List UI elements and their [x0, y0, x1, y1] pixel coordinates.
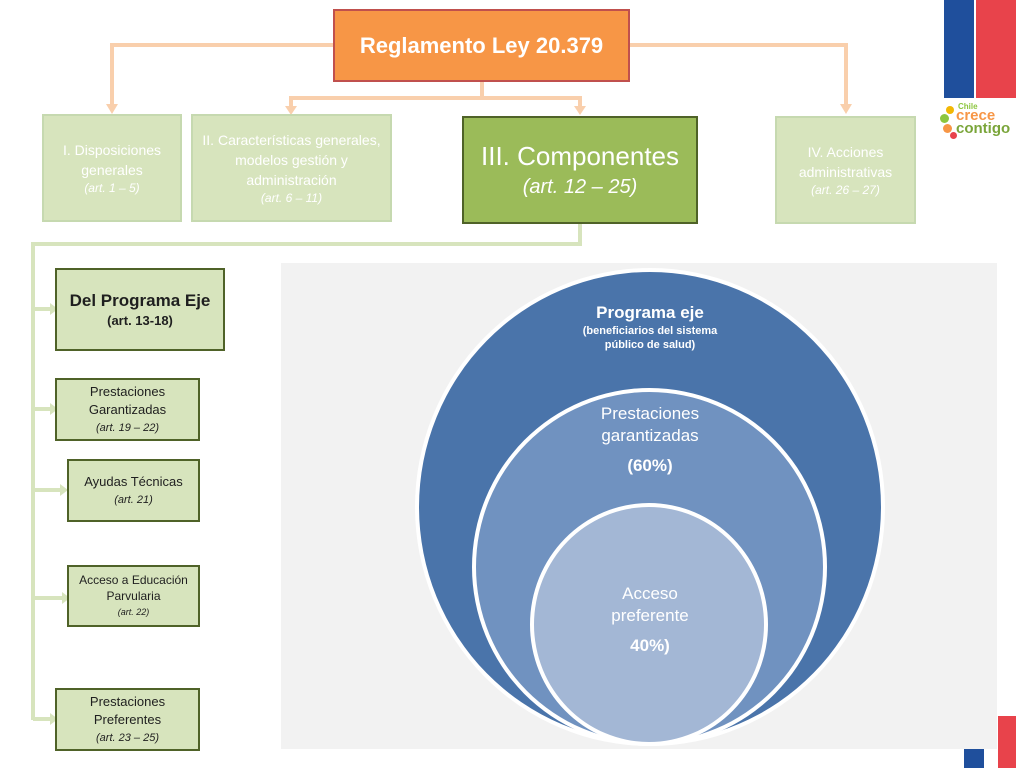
section-title: III. Componentes — [481, 141, 679, 171]
section-title: I. Disposiciones generales — [62, 142, 162, 178]
section-ref: (art. 26 – 27) — [811, 183, 880, 197]
logo-dot-yellow — [946, 106, 954, 114]
root-node: Reglamento Ley 20.379 — [333, 9, 630, 82]
component-prestaciones-preferentes: Prestaciones Preferentes (art. 23 – 25) — [55, 688, 200, 751]
section-title: IV. Acciones administrativas — [798, 144, 893, 180]
crece-contigo-logo: Chile crece contigo — [938, 100, 1018, 144]
outer-circle-text: Programa eje (beneficiarios del sistema … — [540, 302, 760, 352]
middle-circle-text: Prestaciones garantizadas (60%) — [550, 403, 750, 477]
component-title: Ayudas Técnicas — [84, 473, 183, 489]
flag-red-stripe — [976, 0, 1016, 98]
component-title: Del Programa Eje — [69, 290, 211, 310]
logo-dot-green — [940, 114, 949, 123]
section-disposiciones: I. Disposiciones generales (art. 1 – 5) — [42, 114, 182, 222]
component-prestaciones-garantizadas: Prestaciones Garantizadas (art. 19 – 22) — [55, 378, 200, 441]
component-title: Prestaciones Preferentes — [89, 693, 166, 727]
section-caracteristicas: II. Características generales, modelos g… — [191, 114, 392, 222]
component-ref: (art. 21) — [114, 493, 153, 506]
section-ref: (art. 6 – 11) — [260, 191, 323, 205]
inner-circle-line1: Acceso — [622, 584, 678, 603]
outer-circle-subtitle-2: público de salud) — [604, 339, 696, 351]
inner-circle-text: Acceso preferente 40%) — [570, 583, 730, 657]
component-ref: (art. 13-18) — [107, 312, 173, 328]
middle-circle-line2: garantizadas — [601, 426, 699, 445]
outer-circle-title: Programa eje — [596, 303, 704, 322]
section-title: II. Características generales, modelos g… — [202, 132, 381, 188]
inner-circle-percent: 40%) — [630, 636, 670, 655]
logo-country: Chile — [958, 102, 978, 111]
circle-inner — [530, 503, 768, 746]
component-ayudas-tecnicas: Ayudas Técnicas (art. 21) — [67, 459, 200, 522]
section-acciones: IV. Acciones administrativas (art. 26 – … — [775, 116, 916, 224]
component-ref: (art. 19 – 22) — [96, 421, 159, 434]
root-label: Reglamento Ley 20.379 — [359, 32, 604, 58]
middle-circle-line1: Prestaciones — [600, 404, 700, 423]
section-ref: (art. 12 – 25) — [522, 176, 638, 198]
section-componentes: III. Componentes (art. 12 – 25) — [462, 116, 698, 224]
logo-dot-red — [950, 132, 957, 139]
component-ref: (art. 22) — [117, 607, 150, 617]
flag-red-stripe-bottom — [998, 716, 1016, 768]
component-title: Prestaciones Garantizadas — [88, 383, 167, 417]
logo-word-crece: crece — [956, 107, 996, 124]
logo-word-contigo: contigo — [956, 120, 1011, 137]
middle-circle-percent: (60%) — [627, 456, 673, 475]
component-ref: (art. 23 – 25) — [96, 731, 159, 744]
component-title: Acceso a Educación Parvularia — [79, 573, 188, 603]
logo-dot-orange — [943, 124, 952, 133]
component-programa-eje: Del Programa Eje (art. 13-18) — [55, 268, 225, 351]
outer-circle-subtitle-1: (beneficiarios del sistema — [582, 325, 718, 337]
section-ref: (art. 1 – 5) — [84, 181, 140, 195]
flag-blue-stripe — [944, 0, 974, 98]
inner-circle-line2: preferente — [611, 606, 689, 625]
component-acceso-educacion: Acceso a Educación Parvularia (art. 22) — [67, 565, 200, 627]
